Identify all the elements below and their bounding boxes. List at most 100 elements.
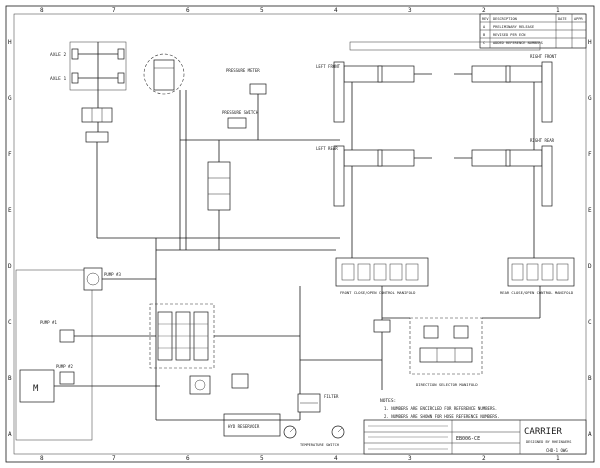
zone-left: F [8,151,12,158]
designer-note: DESIGNED BY RHEINAERS [526,440,571,444]
pump-2-body [59,371,75,385]
selector-check-valve [423,325,439,339]
pump-1-body [59,329,75,343]
wheel [71,72,79,84]
filter-reservoir: FILTER HYD RESERVOIR TEMPERATURE SWITCH [156,393,345,447]
company-name: CARRIER [524,427,563,437]
steering-valve [81,107,113,123]
zone-left: G [8,95,12,102]
zone-top: 7 [112,7,116,14]
revision-header: REV [482,17,489,21]
pump-2-label: PUMP #2 [56,364,73,369]
zone-bottom: 8 [40,455,44,462]
revision-table: REV DESCRIPTION DATE APPR A PRELIMINARY … [479,13,587,49]
title-block: CARRIER DESIGNED BY RHEINAERS EB006-CE C… [363,419,587,455]
center-valve-block [179,90,231,250]
pump-3-label: PUMP #3 [104,272,121,277]
front-manifold-label: FRONT CLOSE/OPEN CONTROL MANIFOLD [340,290,416,295]
axle-2-label: AXLE 2 [50,52,67,58]
zone-right: E [588,207,592,214]
directional-valve [207,161,231,211]
zone-right: F [588,151,592,158]
front-cylinders: LEFT FRONT RIGHT FRONT [316,41,557,123]
temp-switch-label: TEMPERATURE SWITCH [300,443,339,447]
zone-left: E [8,207,12,214]
wheel [71,48,79,60]
selector-spool [419,347,473,363]
pressure-meter-assembly: PRESSURE METER PRESSURE SWITCH [180,68,340,141]
main-valve-bank [149,286,382,420]
pressure-meter-label: PRESSURE METER [226,68,260,73]
left-rear-label: LEFT REAR [316,146,338,151]
zone-top: 8 [40,7,44,14]
hose-bundle [349,41,541,51]
zone-bottom: 1 [556,455,560,462]
power-unit-frame [15,269,93,441]
flow-control-symbol [194,379,206,391]
filter-label: FILTER [324,394,339,399]
rear-manifold-body [507,257,575,287]
right-front-label: RIGHT FRONT [530,54,557,59]
zone-left: C [8,319,12,326]
zone-bottom: 6 [186,455,190,462]
manifold-valve [373,263,387,281]
zone-bottom: 2 [482,455,486,462]
pressure-switch-label: PRESSURE SWITCH [222,110,259,115]
sheet-border [5,5,595,463]
cylinder-piston [505,149,511,167]
gear-pump [231,373,249,389]
pump-1-label: PUMP #1 [40,320,57,325]
revision-header: DATE [558,17,567,21]
revision-cell: REVISED PER ECN [493,33,525,37]
zone-left: B [8,375,12,382]
rear-cylinders: LEFT REAR RIGHT REAR [316,82,555,258]
manifold-valve [389,263,403,281]
notes-heading: NOTES: [380,398,396,404]
manifold-valve [556,263,569,281]
right-rear-actuator [541,145,553,207]
selector-check-valve [453,325,469,339]
sheet-id: CHD-1 OWG [546,448,568,453]
zone-bottom: 3 [408,455,412,462]
zone-bottom: 4 [334,455,338,462]
steering-axle-assembly: AXLE 2 AXLE 1 [50,41,127,238]
flow-control [189,375,211,395]
motor-box [19,369,55,403]
left-front-label: LEFT FRONT [316,64,341,69]
manifold-valve [541,263,554,281]
right-rear-label: RIGHT REAR [530,138,555,143]
zone-top: 1 [556,7,560,14]
left-rear-actuator [333,145,345,207]
manifold-valve [357,263,371,281]
reservoir-label: HYD RESERVOIR [228,424,260,429]
right-front-actuator [541,61,553,123]
manifold-valve [511,263,524,281]
steering-cylinder [85,131,109,143]
motor-label: M [33,384,39,394]
zone-left: H [8,39,12,46]
zone-markers-side: H G F E D C B A H G F E D C B A [8,39,592,438]
pressure-meter [249,83,267,95]
power-unit: M PUMP #3 PUMP #1 PUMP #2 [15,237,340,441]
front-manifold-body [335,257,429,287]
axle-1-label: AXLE 1 [50,76,67,82]
rear-manifold-label: REAR CLOSE/OPEN CONTROL MANIFOLD [500,290,574,295]
zone-top: 3 [408,7,412,14]
selector-label: DIRECTION SELECTOR MANIFOLD [416,382,478,387]
revision-cell: A [483,25,486,29]
zone-right: G [588,95,592,102]
zone-right: C [588,319,592,326]
cylinder-piston [377,149,383,167]
hydraulic-tank [143,53,185,95]
front-control-manifold: FRONT CLOSE/OPEN CONTROL MANIFOLD [335,257,429,295]
selector-frame [409,317,483,375]
revision-header: DESCRIPTION [493,17,517,21]
pressure-switch [227,117,247,129]
left-front-actuator [333,61,345,123]
zone-right: B [588,375,592,382]
wheel [117,48,125,60]
relief-valve [373,319,391,333]
tank-body [153,59,175,91]
zone-left: A [8,431,12,438]
revision-cell: C [483,41,485,45]
